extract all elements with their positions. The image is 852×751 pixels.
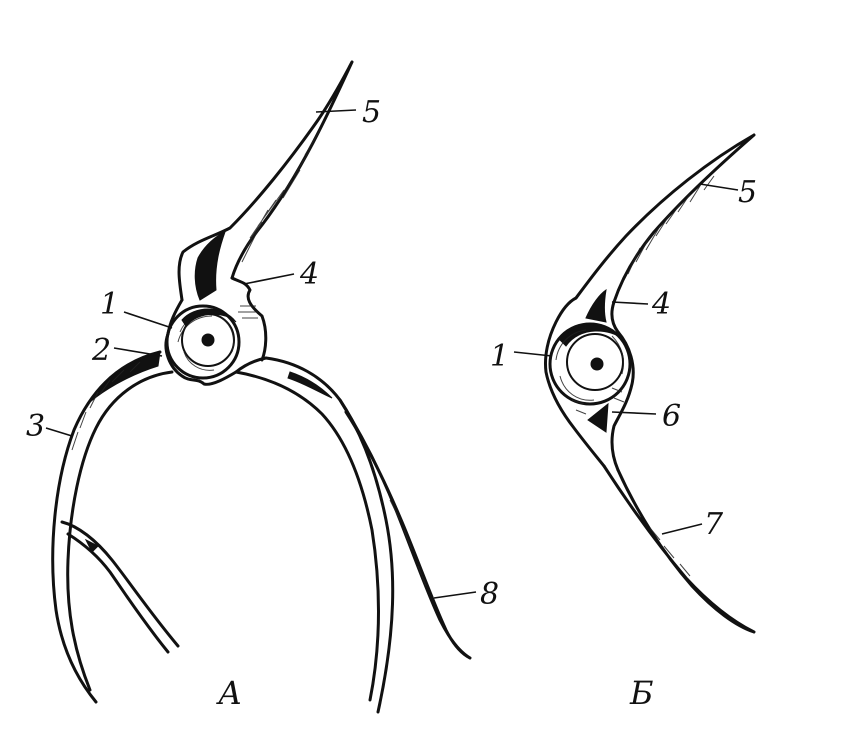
panel-a-left-arm-thick (89, 351, 161, 403)
panel-b-upper-spine (574, 133, 756, 334)
panel-b-label-6: 6 (662, 399, 681, 434)
panel-b-tail-hatch (649, 527, 691, 577)
panel-b-leader-6 (611, 411, 657, 415)
panel-a-left-arm-outer (51, 350, 162, 704)
panel-a-branch-arrow (84, 538, 99, 553)
panel-b-dark-triangle (587, 402, 609, 433)
panel-b-leader-1 (513, 351, 553, 357)
panel-a-label-8: 8 (480, 577, 499, 612)
panel-b-label-5: 5 (738, 175, 757, 210)
panel-b-ball-inner (566, 333, 624, 391)
panel-a-upper-process (177, 60, 354, 302)
panel-b-upper-hatching (627, 175, 715, 275)
panel-a-inner-branch (60, 520, 180, 654)
panel-a-ball-pupil (201, 333, 215, 347)
panel-a-label-3: 3 (26, 409, 45, 444)
panel-a-leader-1 (123, 311, 173, 329)
panel-a-leader-3 (45, 427, 73, 437)
panel-a-leader-8 (433, 591, 477, 599)
panel-b-lower-tail (602, 464, 756, 634)
panel-a-ball-crescent (181, 308, 237, 327)
panel-b-label-7: 7 (704, 507, 724, 542)
panel-b-label-4: 4 (651, 287, 671, 322)
panel-b-label-1: 1 (490, 339, 509, 374)
panel-a-leader-5 (315, 109, 357, 113)
panel-a-label-1: 1 (100, 287, 119, 322)
panel-b-letter: Б (629, 674, 654, 712)
panel-a-right-arm-inner (234, 370, 380, 702)
panel-b-leader-4 (611, 301, 649, 305)
panel-a-upper-hatching (241, 129, 321, 263)
panel-a-leader-4 (243, 273, 295, 285)
panel-a-right-arm-outer (264, 356, 395, 714)
panel-a-socket-body (164, 332, 268, 386)
panel-a-left-arm-stipple (71, 361, 141, 451)
panel-a-label-4: 4 (299, 257, 319, 292)
panel-b-ball (548, 322, 632, 406)
panel-b-body (544, 296, 635, 472)
panel-b-dark-notch (585, 288, 607, 323)
panel-a-drawing (45, 60, 477, 714)
panel-b-drawing (513, 133, 756, 634)
panel-b-leader-5 (699, 183, 739, 191)
panel-b-ball-pupil (590, 357, 604, 371)
panel-a-dark-notch (194, 231, 226, 301)
panel-a-outer-trail-hatch (389, 499, 427, 587)
panel-b-ball-crescent (559, 324, 625, 347)
panel-b-triangle-hatch (571, 387, 625, 415)
panel-b-leader-7 (661, 523, 703, 535)
panel-a-label-5: 5 (362, 95, 381, 130)
panel-a-letter: А (216, 674, 242, 712)
panel-a-right-arm-dark (287, 371, 333, 399)
panel-a-socket-hatch (238, 305, 258, 319)
panel-b-ball-shading (555, 329, 625, 401)
panel-a-leader-2 (113, 347, 163, 357)
panel-a-left-arm-inner (66, 370, 174, 692)
panel-a-label-2: 2 (91, 333, 111, 368)
